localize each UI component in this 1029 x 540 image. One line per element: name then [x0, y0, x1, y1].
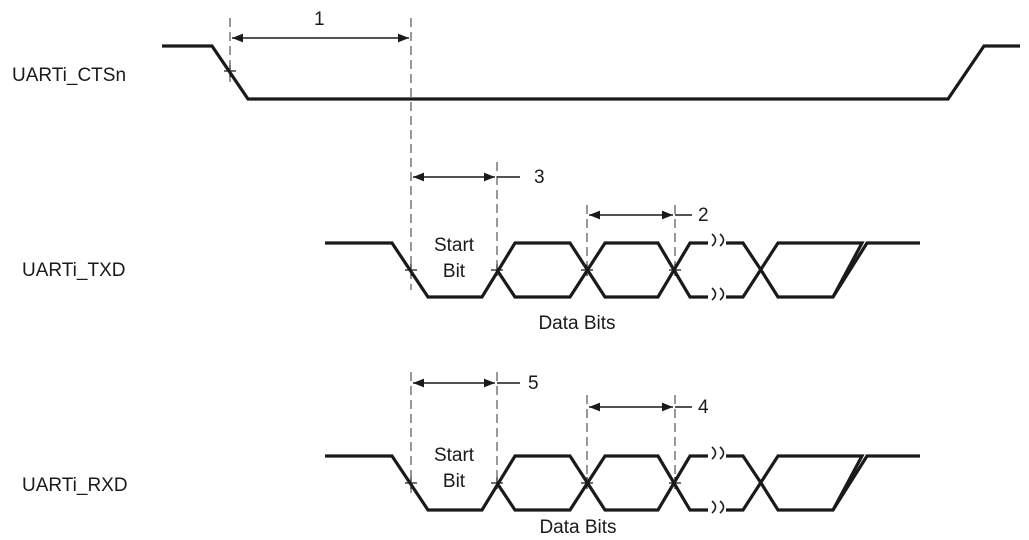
rxd-data-bits-label: Data Bits: [539, 517, 616, 538]
txd-start-mark: [405, 264, 417, 276]
rxd-signal-label: UARTi_RXD: [22, 475, 128, 496]
rxd-bottom-break-icon: [711, 500, 725, 514]
timing-1-label: 1: [314, 9, 325, 30]
rxd-start-bit-label-line2: Bit: [443, 471, 466, 492]
txd-top-trace: [325, 241, 708, 299]
txd-bit-end-mark: [669, 264, 681, 276]
cts-signal-label: UARTi_CTSn: [12, 65, 126, 86]
rxd-top-break-icon: [711, 446, 725, 460]
txd-last-bit-top-trace: [726, 241, 920, 299]
txd-break-symbols: [711, 233, 725, 301]
txd-start-bit-label-line1: Start: [434, 235, 475, 256]
txd-bottom-break-icon: [711, 287, 725, 301]
reference-lines: [229, 18, 676, 496]
txd-waveform: [325, 233, 920, 301]
txd-bottom-trace: [495, 241, 708, 299]
cts-waveform: [162, 44, 1020, 101]
rxd-last-bit-top-trace: [726, 454, 920, 512]
rxd-bit-start-mark: [581, 477, 593, 489]
timing-5-label: 5: [528, 373, 539, 394]
rxd-start-bit-label-line1: Start: [434, 445, 475, 466]
txd-last-bit-bottom-trace: [726, 241, 865, 299]
rxd-break-symbols: [711, 446, 725, 514]
txd-signal-label: UARTi_TXD: [22, 260, 125, 281]
rxd-bit-end-mark: [669, 477, 681, 489]
timing-4-label: 4: [698, 397, 709, 418]
txd-data-bits-label: Data Bits: [538, 313, 615, 334]
rxd-top-trace: [325, 454, 708, 512]
timing-dimensions: 1 2 3 4 5: [232, 9, 709, 418]
cts-trace: [162, 44, 1020, 101]
txd-start-bit-label-line2: Bit: [443, 261, 466, 282]
rxd-bottom-trace: [495, 454, 708, 512]
rxd-last-bit-bottom-trace: [726, 454, 865, 512]
rxd-start-mark: [405, 477, 417, 489]
rxd-startbit-end-mark: [491, 477, 503, 489]
txd-top-break-icon: [711, 233, 725, 247]
timing-2-label: 2: [698, 205, 709, 226]
rxd-waveform: [325, 446, 920, 514]
timing-3-label: 3: [534, 167, 545, 188]
txd-startbit-end-mark: [491, 264, 503, 276]
txd-bit-start-mark: [581, 264, 593, 276]
cts-crossing-mark: [224, 65, 236, 77]
